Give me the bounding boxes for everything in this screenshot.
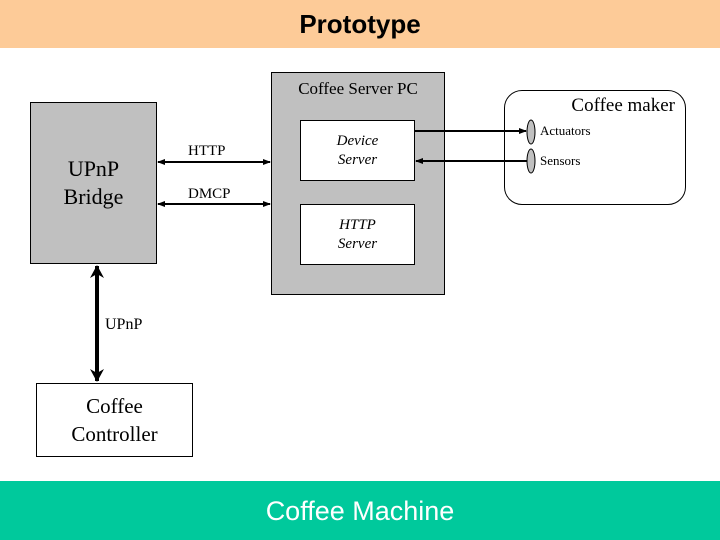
http-server-box: HTTP Server: [300, 204, 415, 265]
coffee-maker-title: Coffee maker: [571, 95, 675, 116]
coffee-maker-box: Coffee maker: [504, 90, 686, 205]
upnp-bridge-label-line1: UPnP: [67, 156, 120, 181]
device-server-label-line2: Server: [337, 151, 378, 168]
coffee-controller-label-line1: Coffee: [86, 394, 143, 418]
upnp-bridge-label-line2: Bridge: [63, 184, 124, 209]
slide-title-text: Prototype: [299, 8, 421, 39]
coffee-server-pc-title: Coffee Server PC: [298, 79, 418, 98]
slide-title: Prototype: [0, 0, 720, 48]
footer-bar: Coffee Machine: [0, 481, 720, 540]
http-connection-label: HTTP: [188, 143, 226, 159]
device-server-box: Device Server: [300, 120, 415, 181]
sensors-label: Sensors: [540, 153, 581, 168]
upnp-connection-label: UPnP: [105, 316, 143, 333]
dmcp-connection-label: DMCP: [188, 186, 231, 202]
device-server-label-line1: Device: [336, 132, 379, 149]
http-server-label-line1: HTTP: [339, 216, 376, 233]
http-server-label-line2: Server: [337, 235, 378, 252]
coffee-controller-box: Coffee Controller: [36, 383, 193, 457]
coffee-controller-label-line2: Controller: [71, 422, 158, 446]
footer-title-text: Coffee Machine: [265, 496, 455, 526]
upnp-bridge-box: UPnP Bridge: [30, 102, 157, 264]
actuators-label: Actuators: [540, 123, 591, 138]
